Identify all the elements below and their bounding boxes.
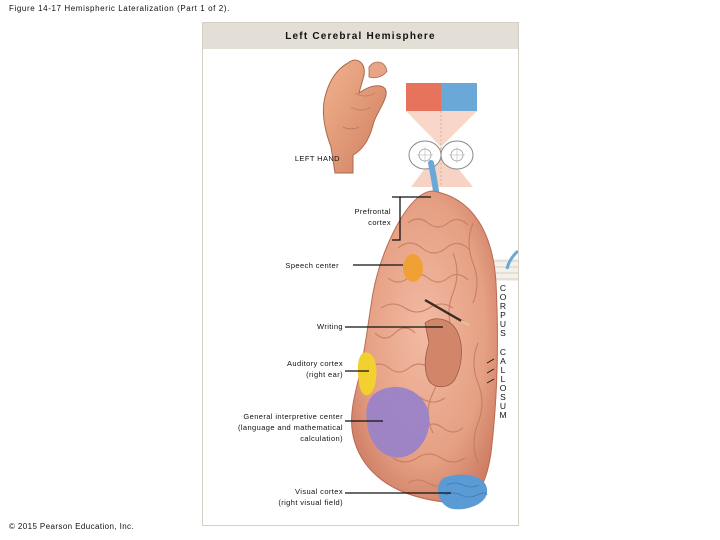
corpus-callosum-letter: R <box>499 301 507 312</box>
general-interpretive-center-label: General interpretive center (language an… <box>237 412 343 443</box>
corpus-callosum-letter: C <box>499 283 507 293</box>
copyright-notice: © 2015 Pearson Education, Inc. <box>9 522 135 531</box>
visual-cone-lower <box>411 147 473 187</box>
visual-cone-upper <box>406 111 477 147</box>
diagram-panel: Left Cerebral Hemisphere <box>203 23 518 525</box>
visual-cortex-label: Visual cortex (right visual field) <box>278 487 343 507</box>
corpus-callosum-letter: S <box>500 392 506 403</box>
corpus-callosum-letter: U <box>499 319 507 330</box>
writing-hand-illustration <box>424 298 470 388</box>
general-interpretive-center-area <box>366 386 430 458</box>
corpus-callosum-letter: O <box>499 383 507 394</box>
hemisphere-diagram <box>322 59 518 510</box>
left-hand-illustration <box>322 59 388 174</box>
writing-label: Writing <box>317 322 343 331</box>
corpus-callosum-letter: M <box>499 410 507 421</box>
corpus-callosum-letter: P <box>500 310 506 321</box>
speech-center-label: Speech center <box>285 261 339 270</box>
corpus-callosum-letter: L <box>500 373 506 384</box>
leader-lines <box>345 196 451 494</box>
left-hand-label: LEFT HAND <box>294 154 340 163</box>
visual-field-left-block <box>406 83 441 111</box>
corpus-callosum-letter: O <box>499 292 507 303</box>
speech-center-area <box>403 254 423 282</box>
panel-header <box>203 23 518 49</box>
callosum-arrows <box>486 358 495 384</box>
corpus-callosum-letter: C <box>499 346 507 357</box>
visual-cortex-area <box>438 474 488 510</box>
visual-field-right-block <box>441 83 477 111</box>
auditory-cortex-area <box>357 352 377 396</box>
figure-caption: Figure 14-17 Hemispheric Lateralization … <box>9 4 230 13</box>
corpus-callosum-letter: U <box>499 401 507 412</box>
prefrontal-cortex-label: Prefrontal cortex <box>354 207 391 227</box>
auditory-cortex-label: Auditory cortex (right ear) <box>286 359 343 379</box>
corpus-callosum-letter: S <box>500 328 506 339</box>
corpus-callosum-letter: L <box>500 364 506 375</box>
panel-title: Left Cerebral Hemisphere <box>285 31 436 42</box>
corpus-callosum-letter: A <box>500 355 506 366</box>
